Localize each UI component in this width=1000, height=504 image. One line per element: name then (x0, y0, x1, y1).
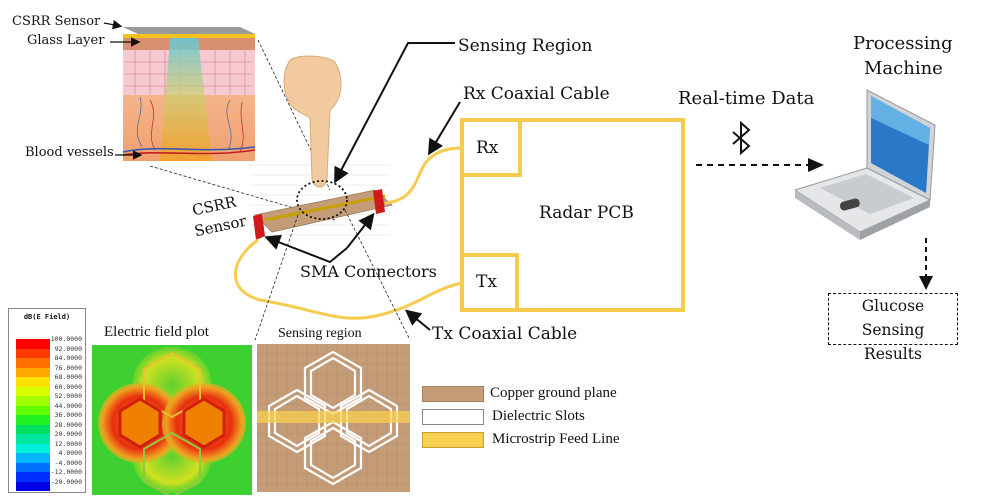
colorbar-swatch (16, 424, 50, 434)
processing-machine-title-line2: Machine (864, 58, 943, 79)
colorbar-swatch (16, 377, 50, 387)
colorbar-tick-label: 36.0000 (54, 411, 82, 419)
sensing-region-highlight (296, 180, 348, 220)
electric-field-plot (92, 345, 252, 495)
tx-coaxial-cable (233, 238, 463, 320)
realtime-data-label: Real-time Data (678, 88, 815, 109)
dielectric-slots-label: Dielectric Slots (492, 408, 585, 424)
colorbar-tick-label: 92.0000 (54, 344, 82, 353)
rx-coaxial-cable (384, 146, 463, 205)
colorbar-tick-label: 100.0000 (50, 335, 82, 343)
colorbar-tick-label: -4.0000 (54, 458, 82, 467)
colorbar-swatch (16, 443, 50, 453)
microstrip-feed-line-swatch (422, 432, 484, 448)
sma-connectors-label: SMA Connectors (300, 262, 437, 281)
colorbar-tick-label: 52.0000 (54, 392, 82, 400)
colorbar-tick-label: 12.0000 (54, 439, 82, 448)
colorbar-tick-label: 20.0000 (54, 430, 82, 438)
colorbar-swatch (16, 358, 50, 368)
colorbar-swatch (16, 396, 50, 406)
colorbar-swatch (16, 453, 50, 463)
colorbar-swatch (16, 405, 50, 415)
csrr-sensor-inset-arrow (103, 19, 123, 30)
colorbar-swatch (16, 367, 50, 377)
sma-connector-left (253, 214, 265, 240)
colorbar-tick-label: 84.0000 (54, 354, 82, 362)
skin-cross-section-illustration (120, 22, 260, 164)
colorbar-title: dB(E Field) (23, 313, 71, 321)
sensing-region-panel-title: Sensing region (278, 326, 362, 341)
sensing-region-panel (257, 344, 410, 492)
finger-illustration (283, 55, 342, 188)
dielectric-slot-bottom (303, 420, 363, 486)
bluetooth-icon (732, 120, 751, 156)
glass-layer-label: Glass Layer (27, 33, 105, 48)
rx-port-label: Rx (476, 138, 499, 158)
colorbar-swatch (16, 472, 50, 482)
colorbar-tick-label: -12.0000 (50, 468, 82, 476)
copper-ground-plane-label: Copper ground plane (490, 385, 617, 401)
tx-coaxial-cable-label: Tx Coaxial Cable (432, 324, 578, 344)
colorbar-swatch (16, 462, 50, 472)
colorbar-swatch (16, 348, 50, 358)
results-line1: Glucose Sensing (861, 297, 925, 339)
microstrip-feed-line (257, 411, 410, 423)
csrr-sensor-board (254, 189, 393, 233)
colorbar-swatch (16, 434, 50, 444)
copper-ground-plane-swatch (422, 386, 484, 402)
colorbar-tick-label: -20.0000 (50, 477, 82, 486)
tx-port-label: Tx (476, 272, 497, 292)
radar-pcb-title: Radar PCB (539, 203, 634, 223)
laptop-icon (793, 89, 936, 240)
radar-pcb-outline (460, 118, 685, 312)
dielectric-slot-right (339, 388, 399, 454)
sma-connector-right (373, 189, 385, 214)
csrr-sensor-inset-label: CSRR Sensor (12, 14, 101, 29)
colorbar-swatch (16, 415, 50, 425)
colorbar-tick-label: 28.0000 (54, 420, 82, 429)
electric-field-plot-title: Electric field plot (104, 324, 209, 340)
rx-coaxial-cable-label: Rx Coaxial Cable (463, 84, 610, 104)
tx-port-box (460, 253, 519, 312)
results-line2: Results (864, 345, 922, 363)
sensing-region-label: Sensing Region (458, 36, 593, 56)
colorbar-swatch (16, 481, 50, 491)
colorbar-tick-label: 76.0000 (54, 363, 82, 372)
colorbar-tick-label: 68.0000 (54, 373, 82, 381)
colorbar-tick-label: 4.0000 (58, 449, 82, 457)
microstrip-feed-line-label: Microstrip Feed Line (492, 431, 620, 447)
glucose-sensing-results-box: Glucose Sensing Results (828, 293, 958, 363)
blood-vessels-label: Blood vessels (25, 145, 114, 160)
colorbar-swatch (16, 339, 50, 349)
dielectric-slot-left (267, 388, 327, 454)
rx-port-box (460, 118, 522, 177)
colorbar-tick-label: 44.0000 (54, 401, 82, 410)
colorbar-swatch (16, 386, 50, 396)
dielectric-slots-swatch (422, 409, 484, 425)
processing-machine-title-line1: Processing (853, 33, 953, 54)
colorbar-tick-label: 60.0000 (54, 382, 82, 391)
